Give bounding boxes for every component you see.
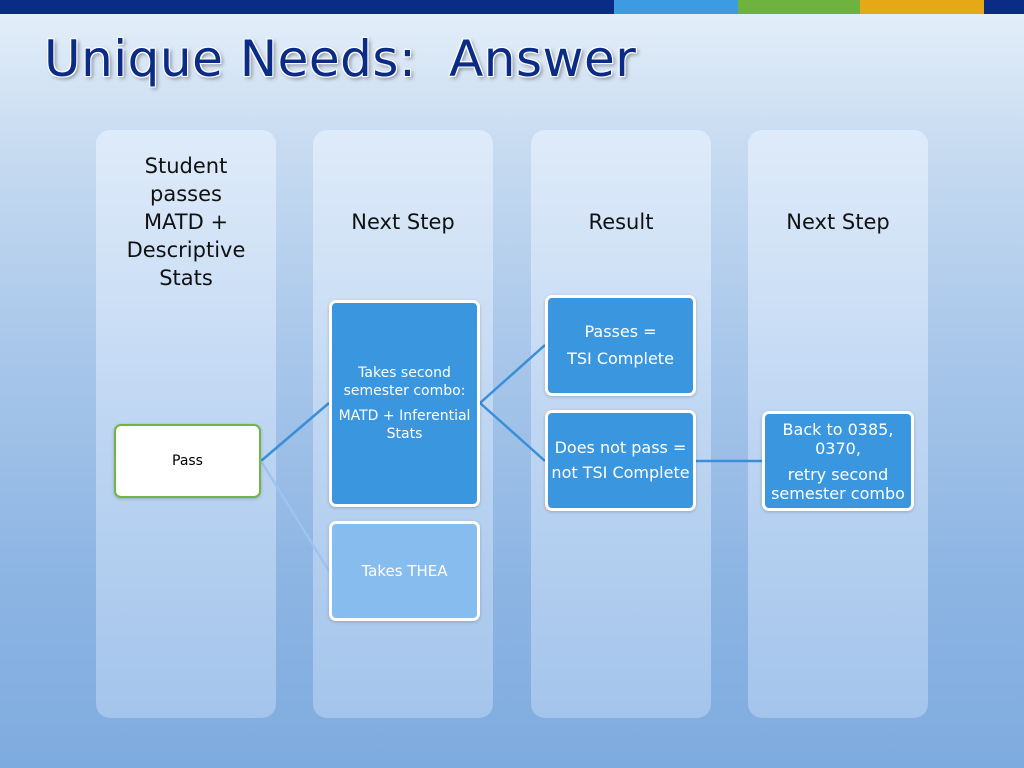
column-header-next-step-2: Next Step <box>748 208 928 236</box>
node-text: Back to 0385, 0370, <box>782 419 894 458</box>
header-line: Student <box>144 154 228 178</box>
node-pass: Pass <box>114 424 261 498</box>
node-text: Passes = <box>584 322 657 341</box>
node-passes-tsi-complete: Passes = TSI Complete <box>545 295 696 396</box>
node-text: TSI Complete <box>567 349 674 368</box>
header-line: Next Step <box>351 210 455 234</box>
header-line: MATD + <box>143 210 229 234</box>
node-text: Pass <box>172 452 203 469</box>
column-header-student: Student passes MATD + Descriptive Stats <box>96 152 276 292</box>
node-does-not-pass: Does not pass = not TSI Complete <box>545 410 696 511</box>
top-bar-navy <box>0 0 614 14</box>
top-bar-gold <box>860 0 984 14</box>
header-line: Result <box>588 210 654 234</box>
node-takes-thea: Takes THEA <box>329 521 480 621</box>
column-header-result: Result <box>531 208 711 236</box>
node-text: MATD + Inferential Stats <box>338 408 471 442</box>
node-text: not TSI Complete <box>551 463 690 482</box>
node-text: Does not pass = <box>554 438 687 457</box>
header-line: Stats <box>159 266 213 290</box>
header-line: passes <box>150 182 222 206</box>
node-text: Takes THEA <box>361 561 448 580</box>
slide-title: Unique Needs: Answer <box>44 30 637 88</box>
column-header-next-step: Next Step <box>313 208 493 236</box>
node-back-to-retry: Back to 0385, 0370, retry second semeste… <box>762 411 914 511</box>
top-bar-sky <box>614 0 738 14</box>
top-bar-green <box>738 0 860 14</box>
node-second-semester-combo: Takes second semester combo: MATD + Infe… <box>329 300 480 507</box>
top-bar-navy-end <box>984 0 1024 14</box>
header-line: Next Step <box>786 210 890 234</box>
header-line: Descriptive <box>126 238 246 262</box>
node-text: Takes second semester combo: <box>343 365 466 399</box>
node-text: retry second semester combo <box>771 464 905 503</box>
